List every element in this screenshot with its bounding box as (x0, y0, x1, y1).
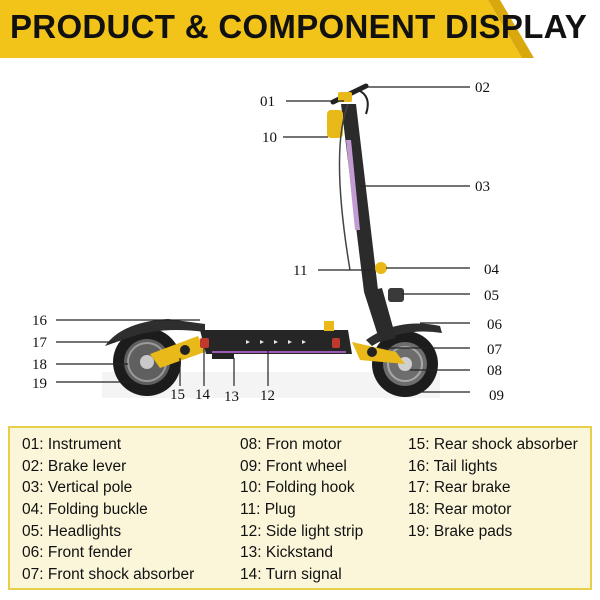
folding-hook (327, 110, 343, 138)
rear-swing-arm (150, 336, 205, 368)
legend-item: 06: Front fender (22, 544, 133, 562)
callout-09: 09 (489, 388, 504, 404)
legend-item: 11: Plug (240, 501, 296, 519)
callout-07: 07 (487, 342, 503, 358)
kickstand (212, 354, 234, 359)
turn-signal-front (332, 338, 340, 348)
page-title: PRODUCT & COMPONENT DISPLAY (10, 8, 588, 45)
callout-04: 04 (484, 262, 500, 278)
legend-item: 09: Front wheel (240, 457, 347, 475)
callout-06: 06 (487, 317, 503, 333)
legend-column-1: 01: Instrument 02: Brake lever 03: Verti… (22, 434, 194, 586)
legend-item: 01: Instrument (22, 436, 122, 453)
legend-item: 19: Brake pads (408, 522, 513, 540)
legend-column-2: 08: Fron motor 09: Front wheel 10: Foldi… (240, 434, 363, 586)
banner-yellow-band (0, 0, 522, 58)
callout-10: 10 (262, 130, 277, 146)
header-banner: PRODUCT & COMPONENT DISPLAY (0, 0, 600, 58)
legend-item: 16: Tail lights (408, 457, 498, 475)
legend-item: 15: Rear shock absorber (408, 436, 578, 453)
legend-item: 04: Folding buckle (22, 501, 148, 519)
callout-13: 13 (224, 389, 239, 405)
fork (364, 288, 396, 342)
callout-02: 02 (475, 80, 490, 96)
brake-lever (357, 89, 369, 115)
legend-item: 13: Kickstand (240, 544, 334, 562)
callout-19: 19 (32, 376, 47, 392)
leader-lines (56, 86, 470, 393)
tail-light (200, 338, 209, 348)
rear-shock-pivot (180, 345, 190, 355)
instrument (338, 92, 352, 102)
deck-accent (324, 321, 334, 331)
legend-item: 18: Rear motor (408, 501, 512, 519)
headlight (388, 288, 404, 302)
legend-item: 14: Turn signal (240, 566, 342, 584)
legend-column-3: 15: Rear shock absorber 16: Tail lights … (408, 434, 578, 542)
legend-item: 12: Side light strip (240, 522, 364, 540)
callout-16: 16 (32, 313, 48, 329)
banner-shape (0, 0, 534, 58)
callout-12: 12 (260, 388, 275, 404)
callout-03: 03 (475, 179, 490, 195)
scooter-diagram: 01 02 03 04 05 06 07 08 09 10 11 12 13 1… (32, 80, 504, 405)
front-swing-arm (352, 342, 405, 364)
legend-item: 17: Rear brake (408, 479, 511, 497)
callout-05: 05 (484, 288, 499, 304)
legend-item: 07: Front shock absorber (22, 566, 195, 584)
callout-11: 11 (293, 263, 307, 279)
front-fender (366, 323, 442, 346)
brake-cable (338, 103, 351, 271)
legend-item: 05: Headlights (22, 522, 122, 540)
rear-fender (105, 319, 205, 346)
callout-17: 17 (32, 335, 48, 351)
component-legend: 01: Instrument 02: Brake lever 03: Verti… (8, 426, 592, 590)
legend-item: 10: Folding hook (240, 479, 355, 497)
front-shock-pivot (367, 347, 377, 357)
callout-18: 18 (32, 357, 47, 373)
callout-01: 01 (260, 94, 275, 110)
folding-buckle (375, 262, 387, 274)
pole-graphic (346, 140, 360, 230)
callout-15: 15 (170, 387, 185, 403)
deck-chevrons (246, 340, 306, 344)
vertical-pole (341, 104, 378, 292)
callout-08: 08 (487, 363, 502, 379)
banner-accent-strip (488, 0, 534, 58)
legend-item: 03: Vertical pole (22, 479, 133, 497)
rear-wheel (113, 328, 181, 396)
legend-item: 08: Fron motor (240, 436, 342, 453)
callout-14: 14 (195, 387, 211, 403)
legend-item: 02: Brake lever (22, 457, 127, 475)
